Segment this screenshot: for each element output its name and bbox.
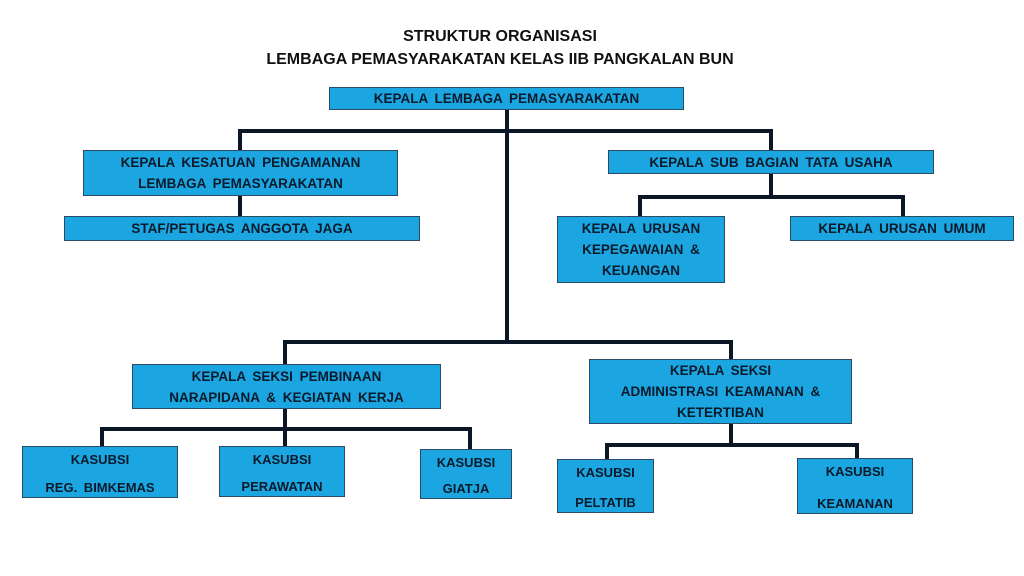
node-label: KEAMANAN (817, 496, 893, 511)
node-label: KEPALA LEMBAGA PEMASYARAKATAN (373, 91, 640, 106)
node-label: KEPALA SUB BAGIAN TATA USAHA (649, 154, 893, 170)
node-kasi-binadik: KEPALA SEKSI PEMBINAAN NARAPIDANA & KEGI… (132, 364, 441, 409)
node-kplp: KEPALA KESATUAN PENGAMANAN LEMBAGA PEMAS… (83, 150, 398, 196)
chart-title-line2: LEMBAGA PEMASYARAKATAN KELAS IIB PANGKAL… (266, 51, 734, 68)
node-label: ADMINISTRASI KEAMANAN & (620, 384, 821, 399)
node-label: REG. BIMKEMAS (45, 480, 155, 495)
node-label: KETERTIBAN (677, 405, 764, 420)
node-label: KEUANGAN (601, 263, 680, 278)
node-label: PELTATIB (575, 495, 636, 510)
node-label: KASUBSI (576, 465, 635, 480)
node-label: KEPALA SEKSI (669, 363, 772, 378)
node-label: KASUBSI (825, 464, 885, 479)
node-label: KEPALA KESATUAN PENGAMANAN (120, 155, 361, 170)
node-kasi-adm-kamtib: KEPALA SEKSI ADMINISTRASI KEAMANAN & KET… (589, 359, 852, 424)
node-label: NARAPIDANA & KEGIATAN KERJA (169, 389, 404, 405)
node-kasubag-tu: KEPALA SUB BAGIAN TATA USAHA (608, 150, 934, 174)
node-label: KASUBSI (70, 452, 130, 467)
node-kaur-kepegawaian: KEPALA URUSAN KEPEGAWAIAN & KEUANGAN (557, 216, 725, 283)
node-kasubsi-keamanan: KASUBSI KEAMANAN (797, 458, 913, 514)
node-kepala-lapas: KEPALA LEMBAGA PEMASYARAKATAN (329, 87, 684, 110)
node-label: KASUBSI (436, 455, 496, 470)
chart-title-line1: STRUKTUR ORGANISASI (403, 28, 597, 45)
node-kasubsi-perawatan: KASUBSI PERAWATAN (219, 446, 345, 497)
node-staf-jaga: STAF/PETUGAS ANGGOTA JAGA (64, 216, 420, 241)
node-kasubsi-peltatib: KASUBSI PELTATIB (557, 459, 654, 513)
node-label: KEPALA SEKSI PEMBINAAN (191, 368, 382, 384)
node-label: KEPALA URUSAN UMUM (818, 221, 986, 236)
node-label: KEPEGAWAIAN & (582, 242, 700, 257)
node-label: KEPALA URUSAN (581, 221, 701, 236)
node-kasubsi-giatja: KASUBSI GIATJA (420, 449, 512, 499)
node-label: GIATJA (442, 481, 490, 496)
node-label: STAF/PETUGAS ANGGOTA JAGA (131, 221, 353, 236)
node-kaur-umum: KEPALA URUSAN UMUM (790, 216, 1014, 241)
node-label: KASUBSI (252, 452, 312, 467)
node-kasubsi-bimkemas: KASUBSI REG. BIMKEMAS (22, 446, 178, 498)
node-label: LEMBAGA PEMASYARAKATAN (138, 176, 343, 191)
node-label: PERAWATAN (241, 479, 323, 494)
